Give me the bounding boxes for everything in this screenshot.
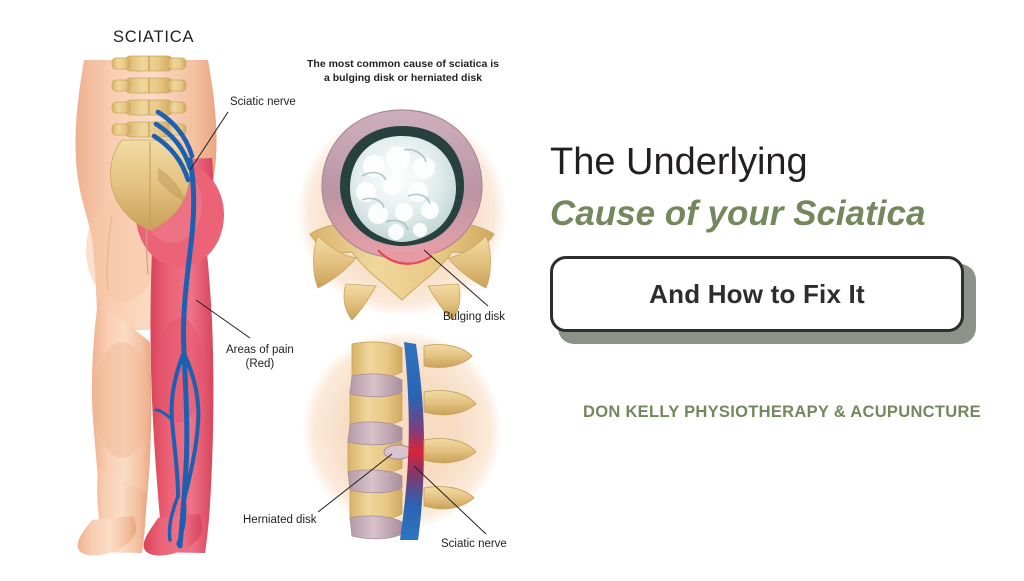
leader-bulging-disk <box>423 249 489 307</box>
nucleus-lobules <box>356 146 439 240</box>
axial-vertebra-diagram <box>297 107 507 321</box>
left-transverse-process <box>313 235 357 289</box>
left-gluteal-fold <box>106 215 113 291</box>
nucleus-texture <box>361 148 431 231</box>
nerve-branch-foot-lateral <box>176 498 187 546</box>
right-inferior-process <box>427 283 461 321</box>
label-sciatic-nerve-top: Sciatic nerve <box>230 96 296 108</box>
label-sciatic-nerve-bottom: Sciatic nerve <box>441 538 507 550</box>
sacrum-shade <box>158 168 186 202</box>
headline-line-2: Cause of your Sciatica <box>550 194 926 233</box>
body-figure <box>75 55 224 556</box>
left-inferior-process <box>343 283 377 321</box>
vertebral-bodies <box>347 341 403 521</box>
right-calf-shade <box>156 318 204 422</box>
intervertebral-disks <box>347 373 403 540</box>
leader-areas-of-pain <box>195 299 251 339</box>
leader-herniated-disk <box>317 453 393 513</box>
sciatica-illustration: SCIATICA The most common cause of sciati… <box>75 28 507 556</box>
anatomy-svg <box>75 55 507 556</box>
text-panel: The Underlying Cause of your Sciatica An… <box>540 0 1024 576</box>
lateral-spine-diagram <box>302 330 502 540</box>
illustration-title: SCIATICA <box>113 28 195 46</box>
clinic-name-footer: DON KELLY PHYSIOTHERAPY & ACUPUNCTURE <box>583 403 981 421</box>
leader-sciatic-nerve-bottom <box>413 465 487 535</box>
left-foot <box>77 516 137 556</box>
label-areas-of-pain: Areas of pain (Red) <box>226 344 294 371</box>
headline-line-1: The Underlying <box>550 141 808 183</box>
label-bulging-disk: Bulging disk <box>443 311 506 323</box>
leader-sciatic-nerve-top <box>189 111 229 171</box>
illustration-caption: The most common cause of sciatica is a b… <box>307 58 499 84</box>
disk-bulge-edge <box>377 249 433 265</box>
nerve-branch-small <box>154 408 174 422</box>
left-calf-shade <box>94 342 150 458</box>
right-transverse-process <box>447 235 491 289</box>
right-leg-pain-region <box>150 244 214 553</box>
nerve-branch-foot-medial <box>167 494 180 542</box>
right-foot-pain <box>143 514 203 556</box>
nerve-branch-lateral <box>182 354 201 502</box>
label-herniated-disk: Herniated disk <box>243 514 317 526</box>
spinous-processes <box>423 344 477 510</box>
cta-button[interactable]: And How to Fix It <box>550 256 964 332</box>
nerve-column <box>400 342 424 540</box>
